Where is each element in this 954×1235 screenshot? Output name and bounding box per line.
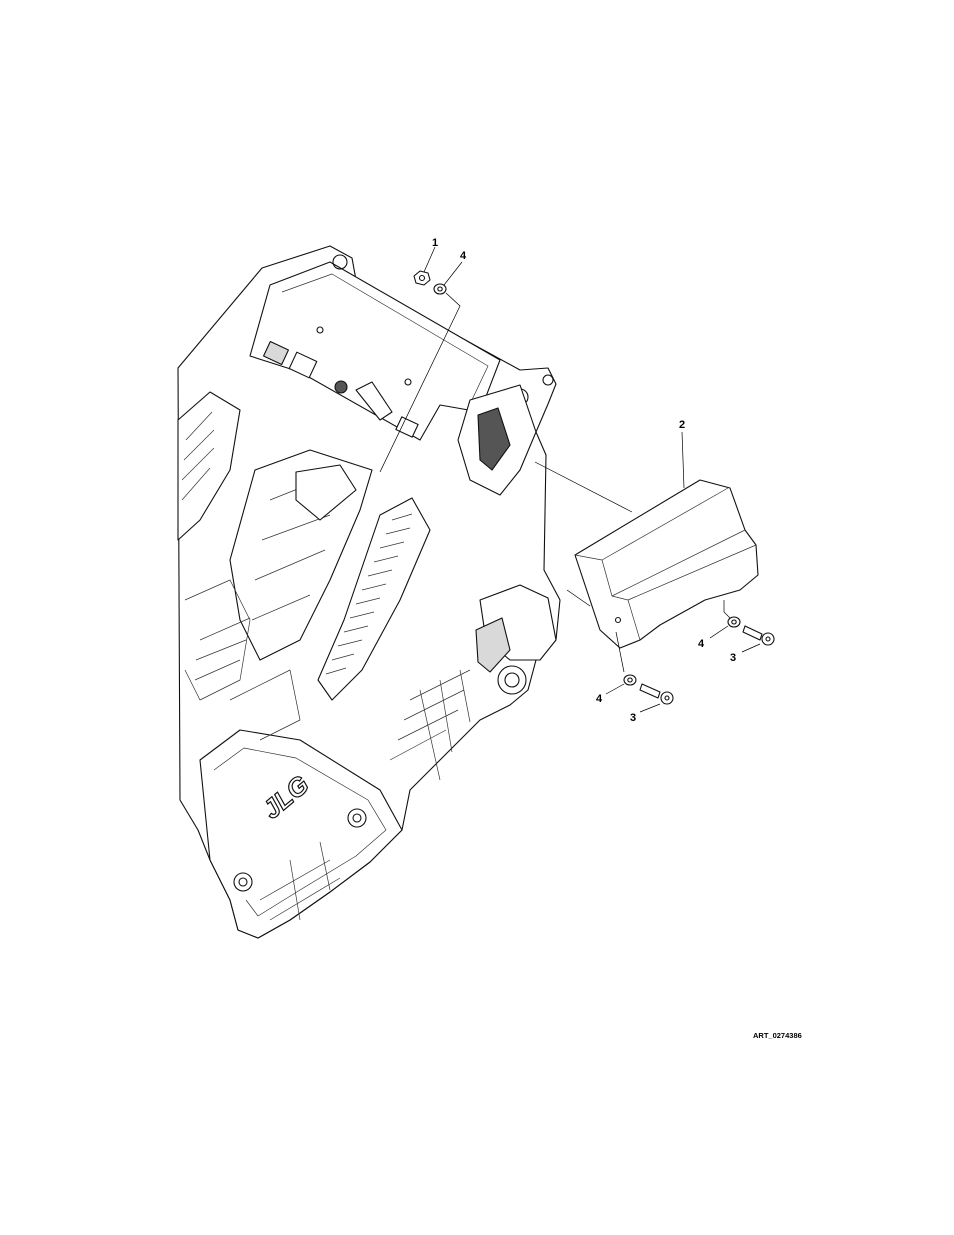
screw-bottom xyxy=(640,684,673,704)
callout-screw-bottom: 3 xyxy=(630,712,636,724)
washer-right xyxy=(728,617,740,627)
control-console-assembly: JLG xyxy=(178,246,560,938)
callout-cover: 2 xyxy=(679,419,685,431)
art-id-label: ART_0274386 xyxy=(753,1031,802,1040)
callout-nut-top: 1 xyxy=(432,237,438,249)
washer-top xyxy=(434,284,446,294)
hex-nut-top xyxy=(414,271,430,285)
callout-washer-right: 4 xyxy=(698,638,705,650)
callout-washer-bottom: 4 xyxy=(596,693,603,705)
screw-right xyxy=(743,626,774,645)
callout-screw-right: 3 xyxy=(730,652,736,664)
washer-bottom xyxy=(624,675,636,685)
callout-washer-top: 4 xyxy=(460,250,467,262)
